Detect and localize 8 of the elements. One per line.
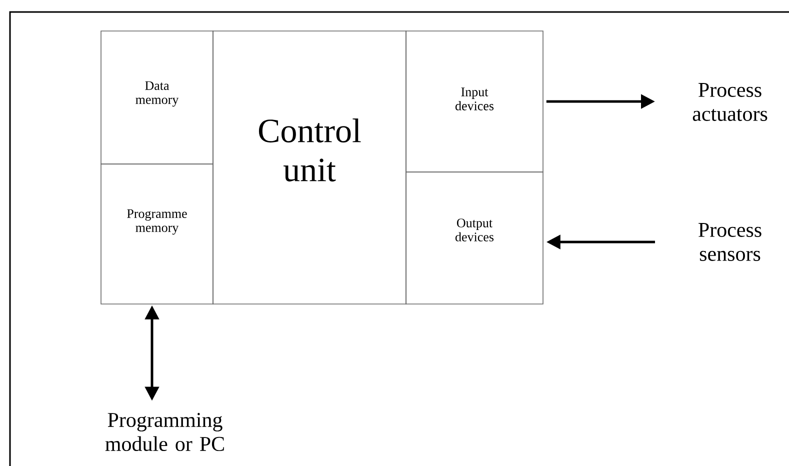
device-box: Output devices [406,172,544,304]
target-label: Process actuators [692,83,768,121]
device-label: Programming module or PC [105,412,224,452]
device-box: Input devices [406,30,544,172]
control-unit-box: Control unit [212,30,406,304]
source-label: Process sensors [698,223,762,261]
memory-box: Data memory [100,30,214,164]
memory-box: Programme memory [100,164,214,304]
